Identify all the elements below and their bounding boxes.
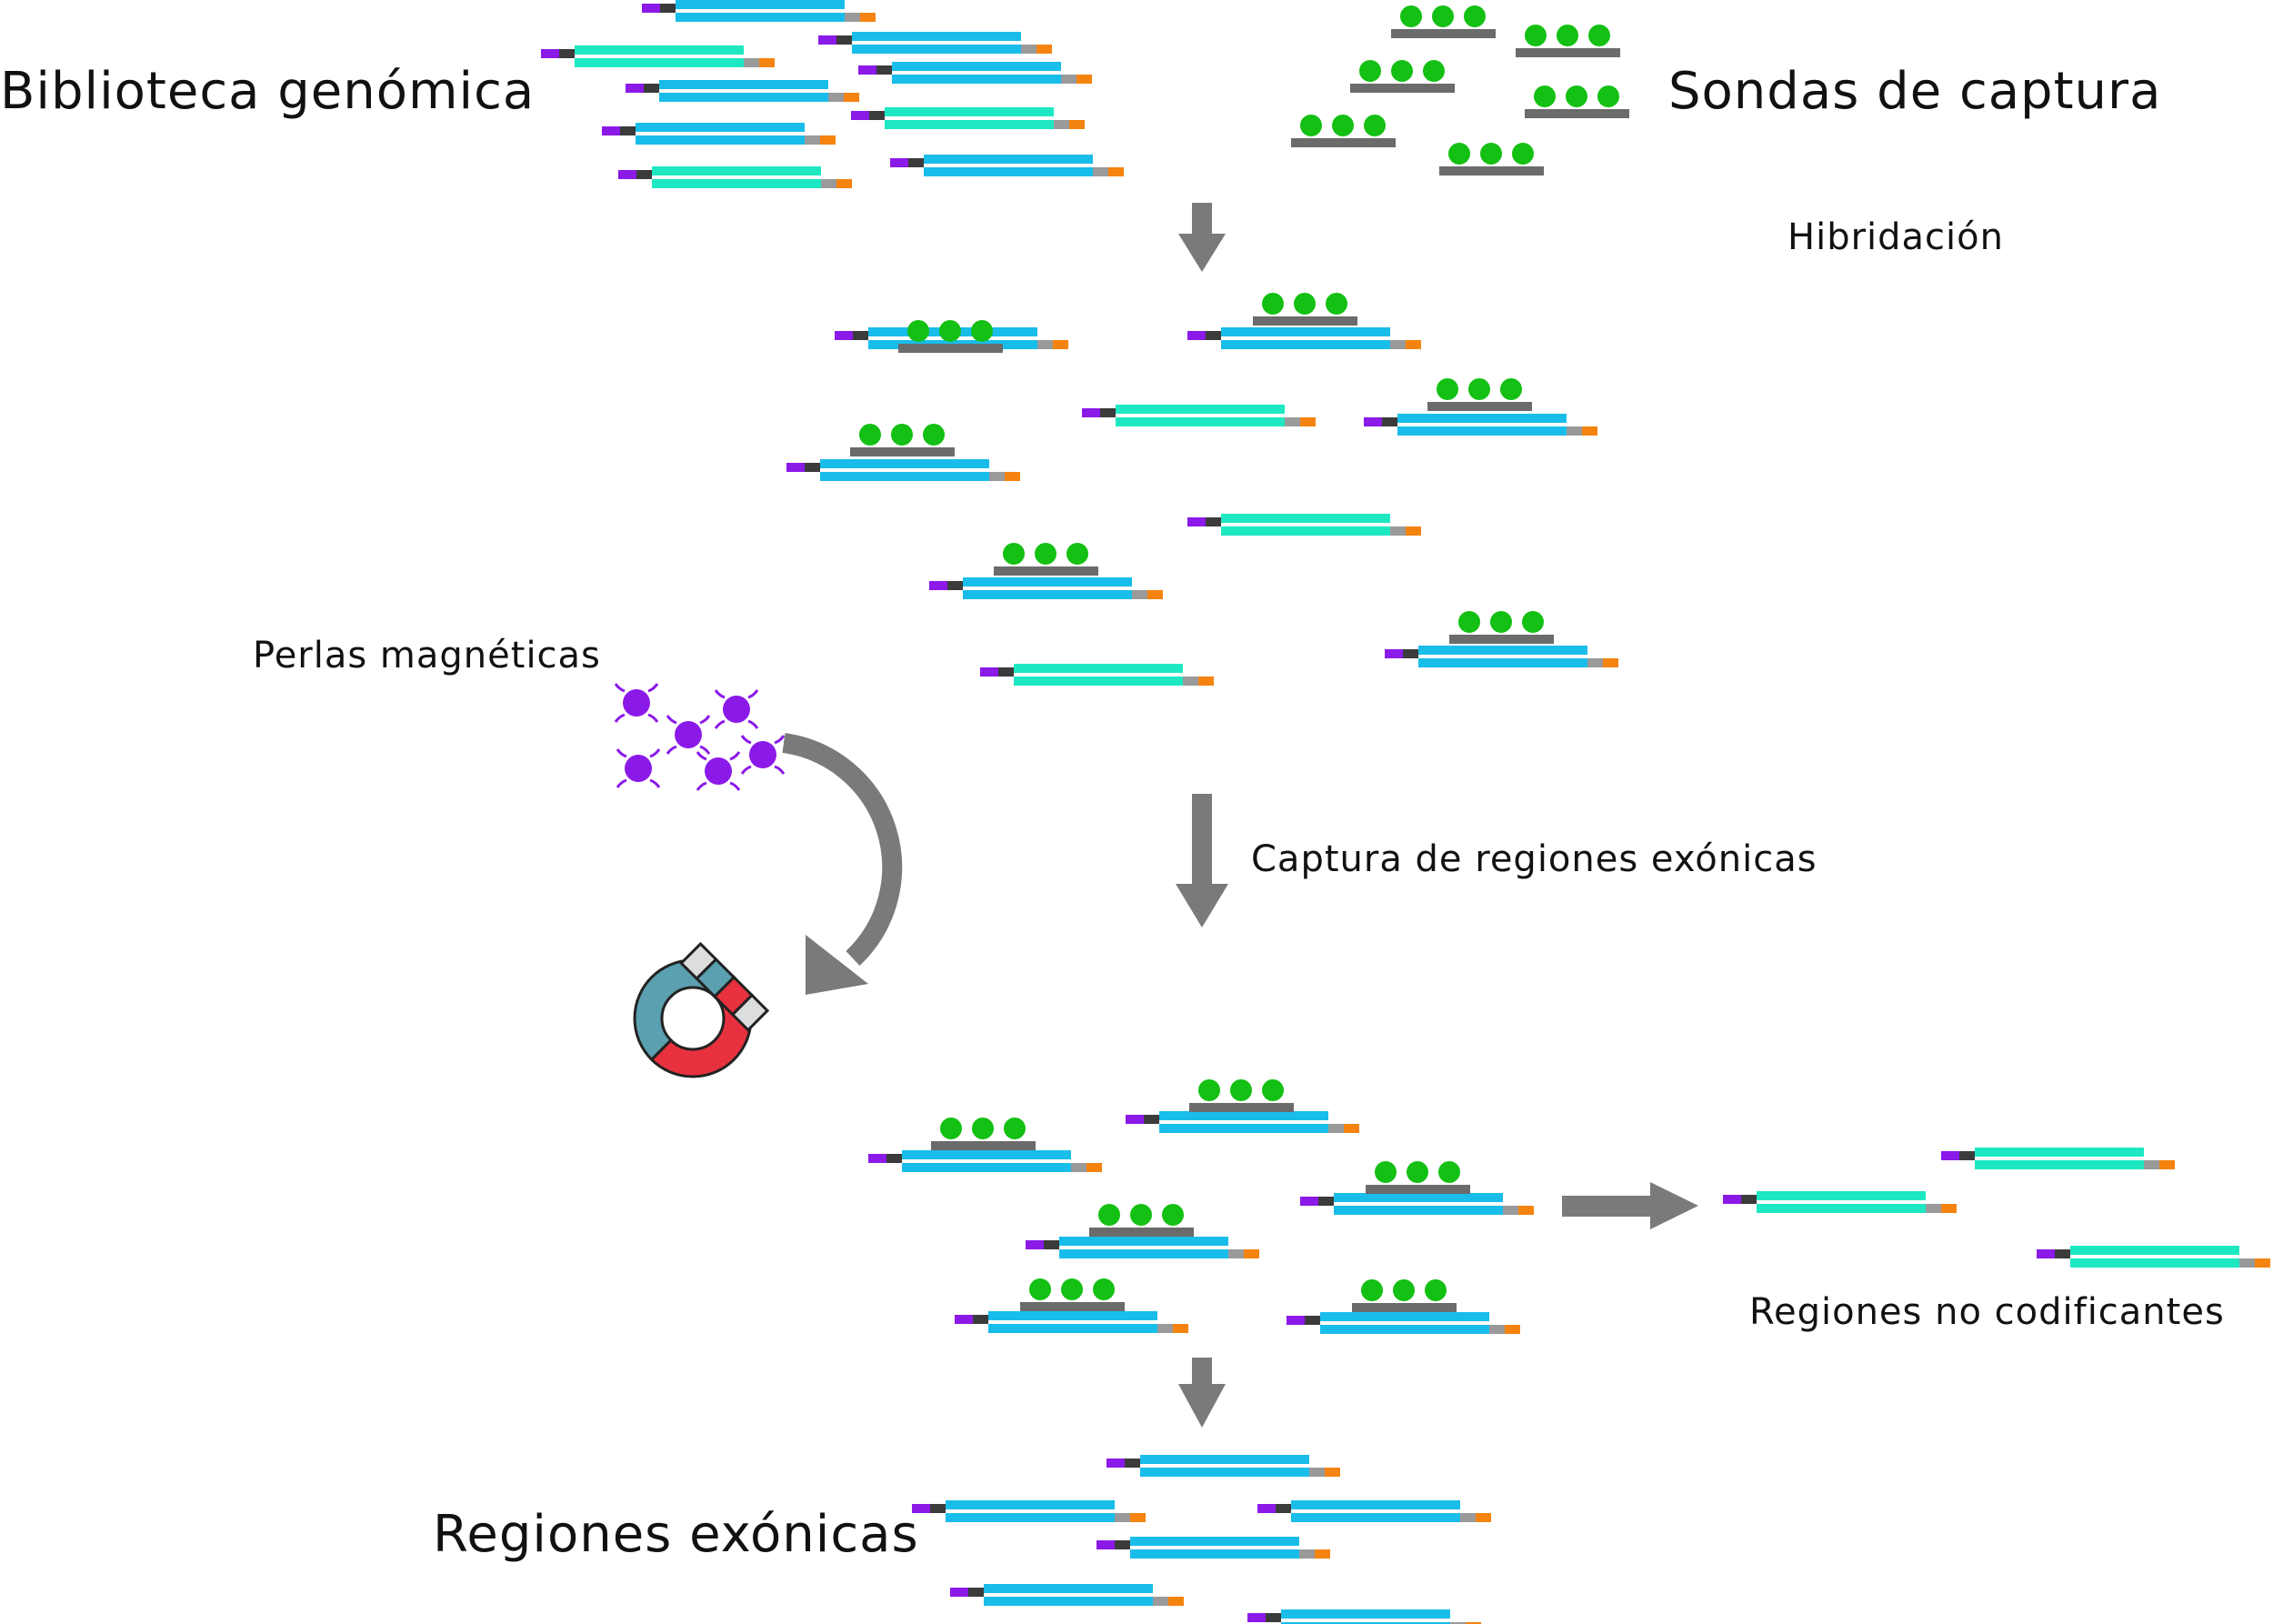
capture-probe-icon bbox=[1189, 1079, 1294, 1112]
dna-fragment-icon bbox=[786, 459, 1020, 481]
capture-probe-icon bbox=[1089, 1204, 1194, 1237]
arrow-down-icon bbox=[1178, 1358, 1226, 1428]
dna-fragment-icon bbox=[1187, 327, 1421, 349]
dna-fragment-icon bbox=[541, 45, 775, 67]
library-label: Biblioteca genómica bbox=[0, 62, 536, 121]
dna-fragment-icon bbox=[626, 80, 859, 102]
dna-fragment-icon bbox=[1257, 1500, 1491, 1522]
dna-fragment-icon bbox=[1026, 1237, 1259, 1258]
dna-fragment-icon bbox=[1096, 1537, 1330, 1559]
dna-fragment-icon bbox=[1082, 405, 1316, 426]
dna-fragment-icon bbox=[1385, 646, 1618, 667]
probes-label: Sondas de captura bbox=[1668, 62, 2162, 121]
magnetic-beads bbox=[614, 683, 786, 791]
magnet-icon bbox=[633, 941, 770, 1078]
dna-fragment-icon bbox=[1126, 1111, 1359, 1133]
dna-fragment-icon bbox=[980, 664, 1214, 686]
arrow-down-icon bbox=[1178, 203, 1226, 272]
beads-label: Perlas magnéticas bbox=[253, 635, 601, 677]
capture-probe-icon bbox=[1352, 1279, 1457, 1312]
magnetic-bead-icon bbox=[616, 748, 661, 788]
dna-fragment-icon bbox=[1187, 514, 1421, 536]
dna-fragment-icon bbox=[890, 155, 1124, 176]
dna-fragments bbox=[541, 0, 2270, 1624]
magnetic-bead-icon bbox=[666, 715, 711, 755]
magnetic-bead-icon bbox=[696, 751, 741, 791]
dna-fragment-icon bbox=[912, 1500, 1146, 1522]
dna-fragment-icon bbox=[618, 166, 852, 188]
capture-probe-icon bbox=[1253, 293, 1357, 326]
dna-fragment-icon bbox=[929, 577, 1163, 599]
curved-arrow-icon bbox=[782, 733, 903, 995]
arrow-right-icon bbox=[1562, 1182, 1698, 1229]
capture-probe-icon bbox=[1525, 85, 1629, 118]
capture-probe-icon bbox=[1020, 1278, 1125, 1311]
capture-probe-icon bbox=[898, 320, 1003, 353]
magnetic-bead-icon bbox=[714, 689, 759, 729]
capture-probe-icon bbox=[1439, 143, 1544, 175]
dna-fragment-icon bbox=[851, 107, 1085, 129]
dna-fragment-icon bbox=[1287, 1312, 1520, 1334]
dna-fragment-icon bbox=[602, 123, 836, 145]
dna-fragment-icon bbox=[868, 1150, 1102, 1172]
magnetic-bead-icon bbox=[740, 735, 786, 775]
capture-probe-icon bbox=[1366, 1161, 1470, 1194]
dna-fragment-icon bbox=[1723, 1191, 1957, 1213]
dna-fragment-icon bbox=[955, 1311, 1188, 1333]
noncoding-label: Regiones no codificantes bbox=[1749, 1291, 2225, 1333]
dna-fragment-icon bbox=[1364, 414, 1597, 436]
capture-probe-icon bbox=[1391, 5, 1496, 38]
dna-fragment-icon bbox=[1300, 1193, 1534, 1215]
magnetic-bead-icon bbox=[614, 683, 659, 723]
dna-fragment-icon bbox=[1941, 1148, 2175, 1169]
capture-probe-icon bbox=[1291, 115, 1396, 147]
dna-fragment-icon bbox=[818, 32, 1052, 54]
capture-probe-icon bbox=[1350, 60, 1455, 93]
capture-probe-icon bbox=[1427, 378, 1532, 411]
capture-probe-icon bbox=[1449, 611, 1554, 644]
dna-fragment-icon bbox=[2037, 1246, 2270, 1268]
exonic-label: Regiones exónicas bbox=[433, 1505, 919, 1564]
dna-fragment-icon bbox=[1106, 1455, 1340, 1477]
dna-fragment-icon bbox=[642, 0, 876, 22]
dna-fragment-icon bbox=[950, 1584, 1184, 1606]
capture-probe-icon bbox=[1516, 25, 1620, 57]
capture-probe-icon bbox=[850, 424, 955, 456]
capture-probe-icon bbox=[994, 543, 1098, 576]
arrow-down-icon bbox=[1176, 794, 1228, 927]
dna-fragment-icon bbox=[858, 62, 1092, 84]
capture-label: Captura de regiones exónicas bbox=[1251, 838, 1817, 880]
capture-probe-icon bbox=[931, 1118, 1036, 1150]
capture-probes bbox=[850, 5, 1629, 1312]
dna-fragment-icon bbox=[1247, 1609, 1481, 1624]
hybridization-label: Hibridación bbox=[1787, 216, 2004, 258]
